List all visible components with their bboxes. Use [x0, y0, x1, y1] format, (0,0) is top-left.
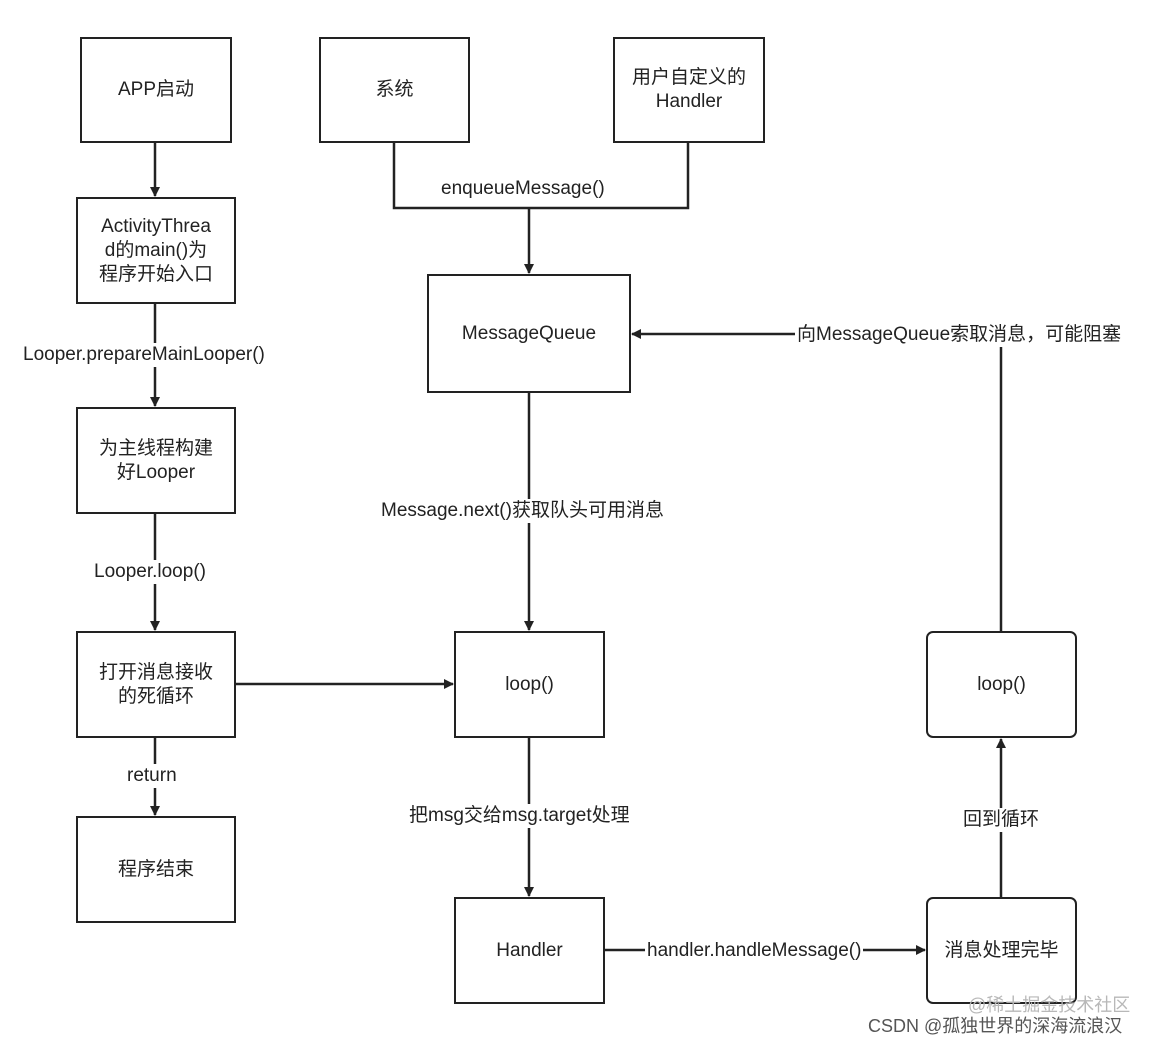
edge-label-looper-loop: Looper.loop() [92, 560, 208, 584]
node-message-done: 消息处理完毕 [926, 897, 1077, 1004]
edge-label-fetch-from-queue: 向MessageQueue索取消息，可能阻塞 [795, 323, 1124, 347]
edge-label-handle-message: handler.handleMessage() [645, 939, 864, 963]
node-program-end: 程序结束 [76, 816, 236, 923]
watermark: @稀土掘金技术社区 [968, 995, 1131, 1015]
edge-system-merge [392, 142, 690, 210]
edge-label-return: return [125, 764, 179, 788]
node-system: 系统 [319, 37, 470, 143]
node-app-start: APP启动 [80, 37, 232, 143]
edge-label-message-next: Message.next()获取队头可用消息 [379, 499, 666, 523]
node-handler: Handler [454, 897, 605, 1004]
credit: CSDN @孤独世界的深海流浪汉 [868, 1016, 1123, 1036]
node-build-looper: 为主线程构建 好Looper [76, 407, 236, 514]
edge-label-enqueue: enqueueMessage() [439, 177, 607, 201]
node-loop-right: loop() [926, 631, 1077, 738]
node-message-queue: MessageQueue [427, 274, 631, 393]
node-custom-handler: 用户自定义的 Handler [613, 37, 765, 143]
node-activity-thread: ActivityThrea d的main()为 程序开始入口 [76, 197, 236, 304]
edge-label-dispatch: 把msg交给msg.target处理 [407, 804, 632, 828]
node-loop-center: loop() [454, 631, 605, 738]
edge-loop-right-to-messagequeue [631, 329, 1003, 631]
node-open-loop: 打开消息接收 的死循环 [76, 631, 236, 738]
edge-label-back-to-loop: 回到循环 [961, 808, 1042, 832]
edge-label-prepare-main-looper: Looper.prepareMainLooper() [21, 343, 267, 367]
